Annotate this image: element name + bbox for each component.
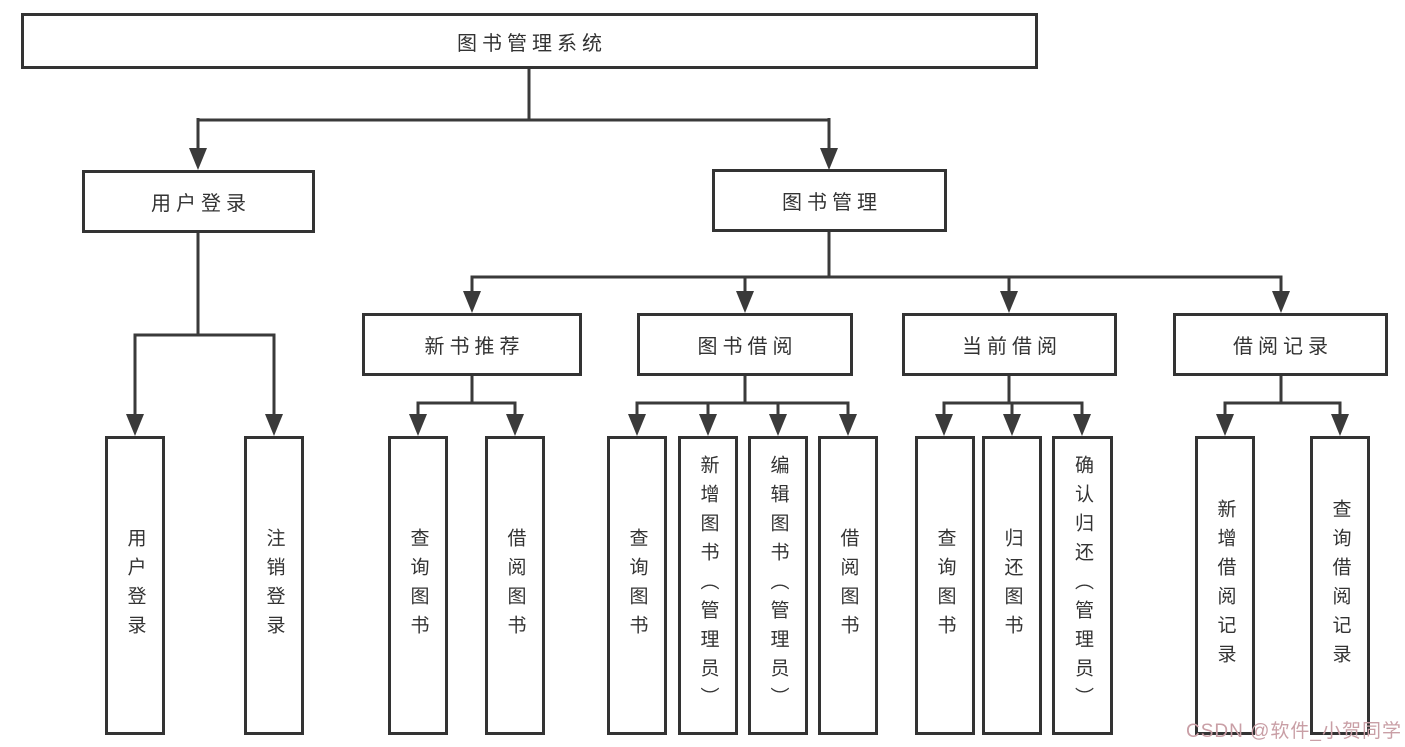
leaf-borrow-books: 借阅图书	[818, 436, 878, 735]
csdn-watermark: CSDN @软件_小贺同学	[1186, 721, 1402, 742]
leaf-confirm-return-admin: 确认归还（管理员）	[1052, 436, 1113, 735]
leaf-query-books-recommend: 查询图书	[388, 436, 448, 735]
leaf-query-books-current-label: 查询图书	[934, 527, 956, 644]
leaf-query-books-borrowing: 查询图书	[607, 436, 667, 735]
leaf-borrow-books-recommend-label: 借阅图书	[504, 527, 526, 644]
leaf-query-borrow-record-label: 查询借阅记录	[1329, 498, 1351, 673]
leaf-add-books-admin-label: 新增图书（管理员）	[697, 455, 719, 716]
node-current-borrowing: 当前借阅	[902, 313, 1117, 376]
leaf-logout-label: 注销登录	[263, 527, 285, 644]
node-book-management: 图书管理	[712, 169, 947, 232]
node-user-login: 用户登录	[82, 170, 315, 233]
node-borrowing-records: 借阅记录	[1173, 313, 1388, 376]
node-borrowing-records-label: 借阅记录	[1233, 336, 1333, 358]
node-new-book-recommend-label: 新书推荐	[424, 336, 525, 358]
node-book-borrowing-label: 图书借阅	[697, 336, 798, 358]
node-root-library-management-system: 图书管理系统	[21, 13, 1038, 69]
leaf-add-borrow-record-label: 新增借阅记录	[1214, 498, 1236, 673]
leaf-confirm-return-admin-label: 确认归还（管理员）	[1072, 455, 1093, 716]
leaf-add-books-admin: 新增图书（管理员）	[678, 436, 738, 735]
leaf-edit-books-admin: 编辑图书（管理员）	[748, 436, 808, 735]
leaf-add-borrow-record: 新增借阅记录	[1195, 436, 1255, 735]
leaf-return-books: 归还图书	[982, 436, 1042, 735]
leaf-query-borrow-record: 查询借阅记录	[1310, 436, 1370, 735]
node-root-label: 图书管理系统	[457, 32, 607, 55]
node-current-borrowing-label: 当前借阅	[962, 336, 1062, 358]
leaf-query-books-recommend-label: 查询图书	[407, 527, 429, 644]
arrowheads	[126, 148, 1349, 436]
leaf-user-login: 用户登录	[105, 436, 165, 735]
leaf-query-books-borrowing-label: 查询图书	[626, 527, 648, 644]
node-book-borrowing: 图书借阅	[637, 313, 853, 376]
node-new-book-recommend: 新书推荐	[362, 313, 582, 376]
leaf-edit-books-admin-label: 编辑图书（管理员）	[767, 455, 789, 716]
leaf-borrow-books-label: 借阅图书	[837, 527, 859, 644]
leaf-query-books-current: 查询图书	[915, 436, 975, 735]
leaf-return-books-label: 归还图书	[1001, 527, 1023, 644]
leaf-logout: 注销登录	[244, 436, 304, 735]
node-book-management-label: 图书管理	[782, 192, 882, 214]
leaf-user-login-label: 用户登录	[124, 527, 146, 644]
node-user-login-label: 用户登录	[151, 193, 251, 215]
leaf-borrow-books-recommend: 借阅图书	[485, 436, 545, 735]
